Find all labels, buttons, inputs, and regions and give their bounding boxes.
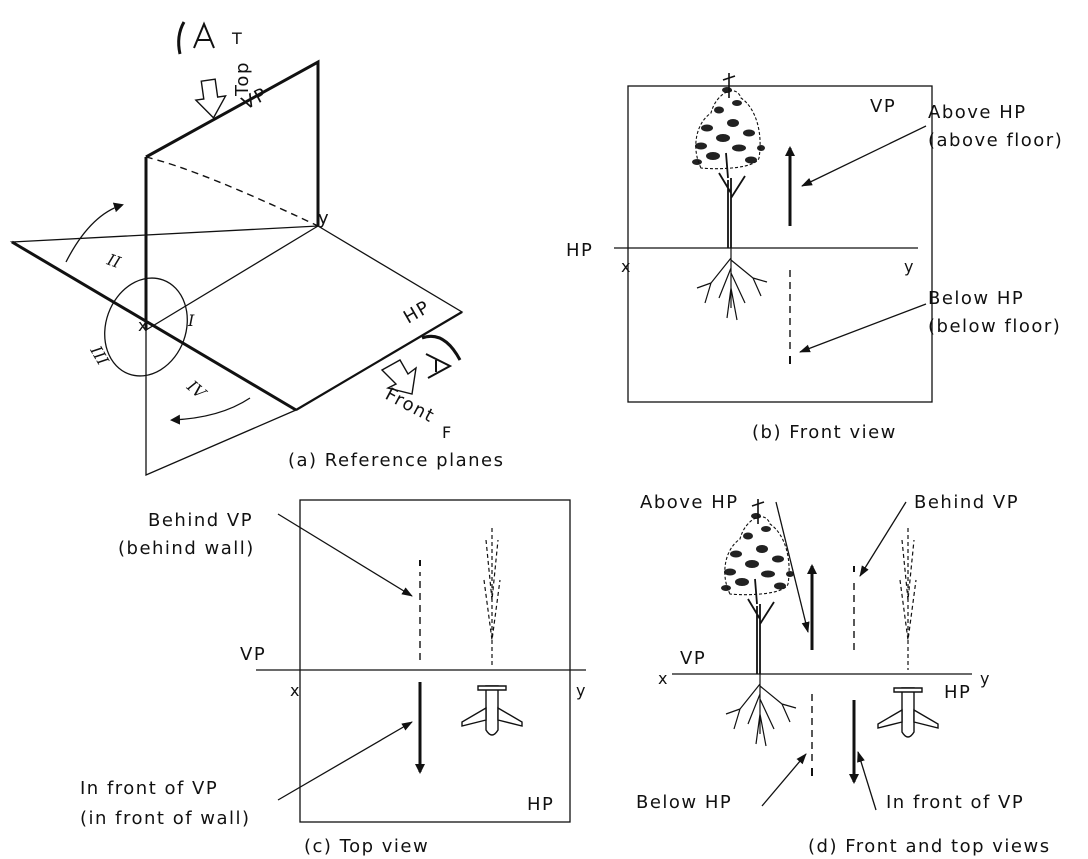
rotation-arrow-upper <box>65 202 124 263</box>
a-caption: (a) Reference planes <box>288 450 504 471</box>
d-below-hp-label: Below HP <box>636 792 732 813</box>
c-front-line2: (in front of wall) <box>80 808 251 829</box>
c-behind-line1: Behind VP <box>148 510 253 531</box>
c-plane-hidden-outline <box>483 539 501 641</box>
c-x-label: x <box>290 681 299 700</box>
d-behind-leader <box>859 501 907 577</box>
d-in-front-vp-label: In front of VP <box>886 792 1024 813</box>
b-below-line2: (below floor) <box>928 316 1061 337</box>
hp-right-edge <box>295 311 463 411</box>
d-hp-label: HP <box>944 682 971 703</box>
quadrant-III: III <box>86 342 113 369</box>
b-above-line1: Above HP <box>928 102 1027 123</box>
d-front-leader <box>857 751 877 811</box>
panel-b-front-view: HP x y VP Above HP (above floor) Below H… <box>566 72 1063 443</box>
hp-front-edge <box>11 240 297 412</box>
b-hp-label: HP <box>566 240 593 261</box>
top-view-eye-icon <box>177 21 215 55</box>
panel-c-top-view: VP x y HP Behind VP (behind wall) In fro… <box>80 499 586 857</box>
c-front-leader <box>277 721 413 801</box>
b-below-leader <box>799 303 927 353</box>
d-above-leader <box>775 501 810 633</box>
c-vp-label: VP <box>240 644 266 665</box>
vp-top-edge <box>145 59 320 226</box>
front-direction-arrow-icon <box>380 359 417 395</box>
xy-intersection-line <box>145 225 319 331</box>
hidden-edge <box>145 156 319 227</box>
b-y-label: y <box>904 257 913 276</box>
d-behind-vp-label: Behind VP <box>914 492 1019 513</box>
d-caption: (d) Front and top views <box>808 836 1051 857</box>
rotation-arrow-lower <box>170 397 251 425</box>
panel-d-front-and-top-views: VP x y HP Above HP Behind VP Below HP In… <box>636 492 1051 857</box>
d-tree-icon <box>720 498 795 675</box>
a-x-label: x <box>138 316 147 335</box>
d-plane-hidden-outline <box>899 539 917 641</box>
b-above-leader <box>801 125 927 187</box>
b-above-line2: (above floor) <box>928 130 1063 151</box>
quadrant-II: II <box>104 250 124 273</box>
quadrant-I: I <box>187 311 195 330</box>
b-roots-icon <box>696 247 768 321</box>
d-above-hp-label: Above HP <box>640 492 739 513</box>
c-behind-leader <box>277 513 413 597</box>
d-vp-label: VP <box>680 648 706 669</box>
c-hp-label: HP <box>527 794 554 815</box>
front-view-eye-icon <box>421 334 462 379</box>
c-airplane-icon <box>461 685 523 736</box>
c-frame <box>299 499 571 823</box>
d-below-leader <box>761 753 807 807</box>
top-direction-arrow-icon <box>194 78 227 119</box>
b-x-label: x <box>621 257 630 276</box>
d-roots-icon <box>725 673 797 747</box>
b-vp-label: VP <box>870 96 896 117</box>
c-caption: (c) Top view <box>304 836 429 857</box>
a-top-letter: T <box>231 29 242 48</box>
a-y-label: y <box>318 208 330 229</box>
c-y-label: y <box>576 681 585 700</box>
d-y-label: y <box>980 669 989 688</box>
panel-a-reference-planes: VP HP x y I II III IV Top T Front F (a) … <box>9 21 504 476</box>
d-x-label: x <box>658 669 667 688</box>
b-frame <box>627 85 933 403</box>
a-hp-label: HP <box>400 296 434 328</box>
b-below-line1: Below HP <box>928 288 1024 309</box>
b-caption: (b) Front view <box>752 422 897 443</box>
a-front-letter: F <box>442 423 451 442</box>
b-tree-icon <box>691 72 766 249</box>
d-airplane-icon <box>877 687 939 738</box>
c-front-line1: In front of VP <box>80 778 218 799</box>
quadrant-IV: IV <box>183 376 211 404</box>
quadrant-ellipse <box>104 277 188 377</box>
c-behind-line2: (behind wall) <box>118 538 255 559</box>
a-top-label: Top <box>232 61 253 97</box>
